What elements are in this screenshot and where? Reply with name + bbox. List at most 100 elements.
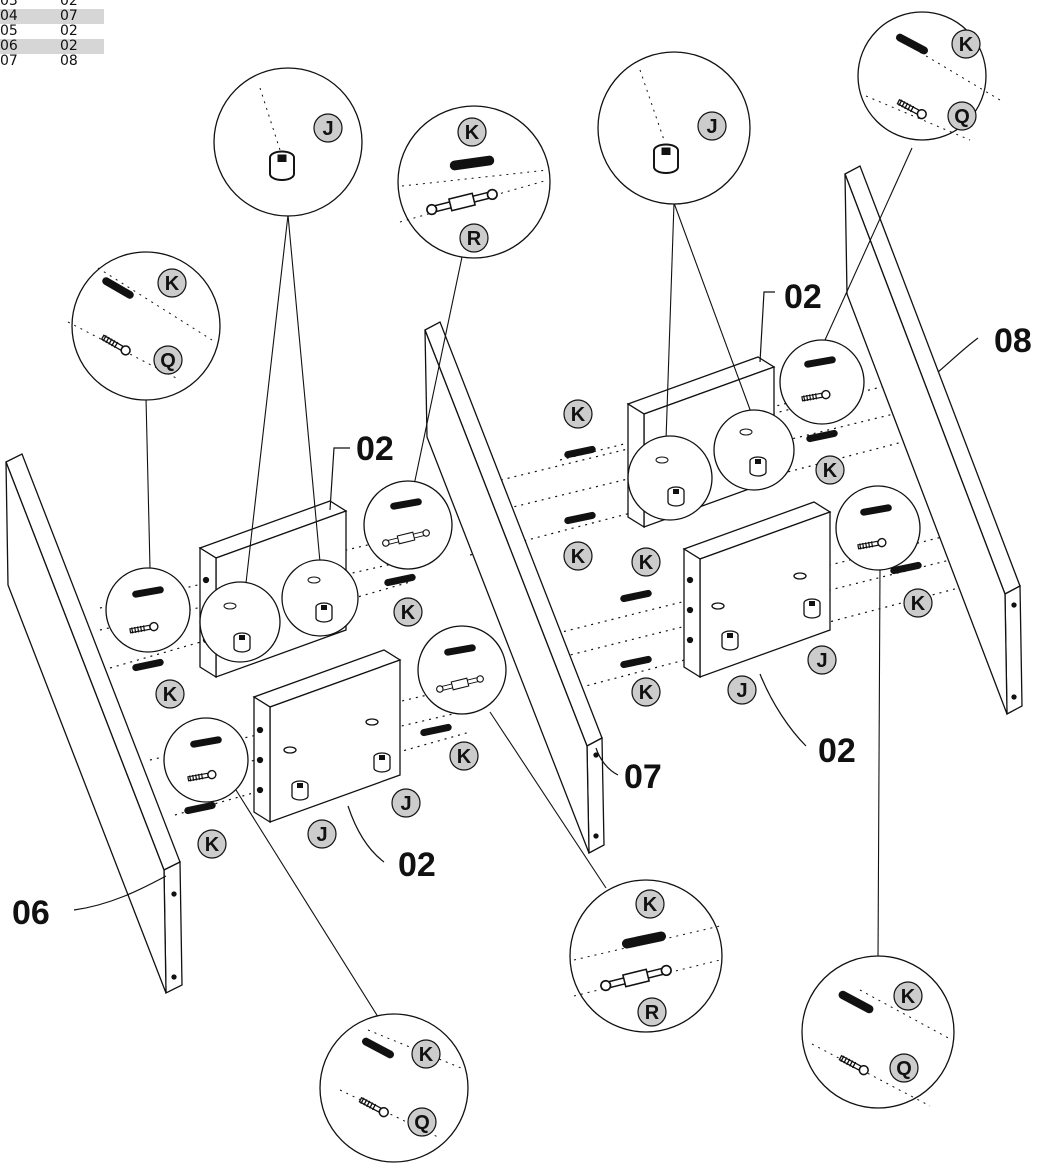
bullet-k: K <box>903 588 933 618</box>
panel-06-left-side <box>5 453 183 995</box>
part-number: 06 <box>0 39 60 54</box>
svg-text:K: K <box>457 746 472 768</box>
svg-text:R: R <box>645 1002 660 1024</box>
label-shelf-left-top: 02 <box>356 430 394 468</box>
svg-text:K: K <box>643 894 658 916</box>
bullet-k: K <box>815 455 845 485</box>
bullet-j: J <box>697 111 727 141</box>
bullet-j: J <box>807 645 837 675</box>
bullet-k: K <box>155 679 185 709</box>
detail-circle-top-right <box>857 11 1001 141</box>
detail-circle-mid-right-bottom <box>835 485 921 571</box>
bullet-k: K <box>631 677 661 707</box>
svg-text:K: K <box>901 986 916 1008</box>
part-quantity: 02 <box>60 23 78 39</box>
detail-circle-top-r-left <box>397 105 551 259</box>
bullet-k: K <box>449 741 479 771</box>
bullet-j: J <box>391 788 421 818</box>
parts-table-row: 05 02 <box>0 24 104 39</box>
part-quantity: 02 <box>60 39 104 54</box>
bullet-k: K <box>411 1039 441 1069</box>
svg-text:J: J <box>736 680 747 702</box>
detail-circle-bottom-mid <box>569 879 723 1033</box>
bullet-j: J <box>307 819 337 849</box>
svg-text:Q: Q <box>414 1112 430 1134</box>
detail-circle-mid-left-bottom <box>163 717 249 803</box>
bullet-j: J <box>727 675 757 705</box>
svg-text:J: J <box>316 824 327 846</box>
panel-07-divider <box>424 321 605 855</box>
shelf-panel-02-left-bottom <box>252 649 402 824</box>
bullet-q: Q <box>947 101 977 131</box>
label-side-06: 06 <box>12 894 50 932</box>
bullet-r: R <box>459 223 489 253</box>
bullet-k: K <box>197 829 227 859</box>
svg-text:K: K <box>959 34 974 56</box>
callout-connector-lines <box>145 147 913 1021</box>
bullet-k: K <box>157 268 187 298</box>
bullet-k: K <box>563 541 593 571</box>
svg-text:J: J <box>816 650 827 672</box>
svg-text:K: K <box>639 682 654 704</box>
panel-labels: 02 02 08 07 02 02 06 <box>12 278 1032 932</box>
detail-circle-top-left <box>67 251 221 401</box>
svg-text:K: K <box>163 684 178 706</box>
svg-text:K: K <box>911 593 926 615</box>
svg-text:K: K <box>465 122 480 144</box>
bullet-k: K <box>893 981 923 1011</box>
bullet-k: K <box>951 29 981 59</box>
bullet-k: K <box>457 117 487 147</box>
bullet-q: Q <box>407 1107 437 1137</box>
parts-table-row: 07 08 <box>0 54 104 69</box>
svg-text:R: R <box>467 228 482 250</box>
part-quantity: 08 <box>60 53 78 69</box>
detail-circle-shelf-cams-left <box>199 559 359 663</box>
svg-text:K: K <box>823 460 838 482</box>
label-leader-lines <box>73 291 979 911</box>
svg-text:J: J <box>706 116 717 138</box>
bullet-q: Q <box>889 1053 919 1083</box>
detail-circle-mid-divider-bottom <box>417 625 507 715</box>
detail-circle-top-j-right <box>597 51 751 205</box>
svg-text:K: K <box>419 1044 434 1066</box>
bullet-k: K <box>631 547 661 577</box>
detail-circle-shelf-cams-right <box>627 409 795 521</box>
part-number: 03 <box>0 0 18 9</box>
bullet-q: Q <box>153 345 183 375</box>
shelf-panel-02-right-bottom <box>682 501 832 679</box>
part-number: 05 <box>0 23 18 39</box>
bullet-r: R <box>637 997 667 1027</box>
svg-text:Q: Q <box>160 350 176 372</box>
detail-circle-top-j-left <box>213 67 363 217</box>
label-shelf-right-bottom: 02 <box>818 732 856 770</box>
detail-circle-mid-left-shelf <box>105 567 191 653</box>
svg-text:K: K <box>639 552 654 574</box>
svg-text:K: K <box>571 404 586 426</box>
part-quantity: 02 <box>60 0 78 9</box>
svg-text:Q: Q <box>954 106 970 128</box>
svg-text:J: J <box>400 793 411 815</box>
label-side-08: 08 <box>994 322 1032 360</box>
panel-08-right-side <box>844 165 1023 716</box>
bullet-k: K <box>393 597 423 627</box>
parts-table-row: 03 02 <box>0 0 104 9</box>
bullet-k: K <box>563 399 593 429</box>
svg-text:K: K <box>165 273 180 295</box>
detail-circle-mid-divider-top <box>363 480 453 570</box>
part-number: 04 <box>0 9 60 24</box>
svg-text:J: J <box>322 118 333 140</box>
bullet-k: K <box>635 889 665 919</box>
detail-circle-bottom-right <box>801 955 955 1109</box>
label-divider-07: 07 <box>624 758 662 796</box>
part-quantity: 07 <box>60 9 104 24</box>
bullet-j: J <box>313 113 343 143</box>
hardware-bullets: K Q J K R J K Q K K K K K K K K K K J J … <box>153 29 981 1137</box>
part-number: 07 <box>0 53 18 69</box>
svg-text:K: K <box>205 834 220 856</box>
svg-text:Q: Q <box>896 1058 912 1080</box>
svg-text:K: K <box>571 546 586 568</box>
